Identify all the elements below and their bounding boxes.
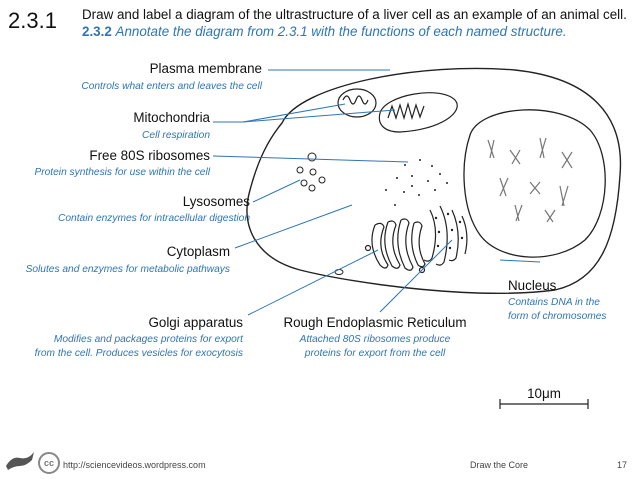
rough-er <box>423 205 468 266</box>
leader-lines <box>212 69 541 316</box>
header-ref: 2.3.2 <box>82 24 112 39</box>
label-free-ribosomes: Free 80S ribosomes <box>89 148 210 163</box>
mitochondrion-large <box>378 92 458 133</box>
footer-url[interactable]: http://sciencevideos.wordpress.com <box>63 460 206 470</box>
function-rough-er-line1: Attached 80S ribosomes produce <box>299 334 451 345</box>
function-golgi-line1: Modifies and packages proteins for expor… <box>53 334 243 345</box>
lysosomes <box>296 152 326 192</box>
cell-membrane-outline <box>246 67 622 294</box>
label-nucleus: Nucleus <box>508 278 557 293</box>
label-plasma-membrane: Plasma membrane <box>149 61 262 76</box>
function-cytoplasm: Solutes and enzymes for metabolic pathwa… <box>25 264 230 275</box>
label-lysosomes: Lysosomes <box>182 194 250 209</box>
header-plain-text: Draw and label a diagram of the ultrastr… <box>82 7 627 22</box>
gecko-logo <box>4 444 36 474</box>
scale-bar-label: 10μm <box>527 386 561 401</box>
rough-er-ribosomes <box>434 212 464 250</box>
label-rough-er: Rough Endoplasmic Reticulum <box>283 315 467 330</box>
page-number: 17 <box>617 460 628 470</box>
label-cytoplasm: Cytoplasm <box>166 244 230 259</box>
vesicle <box>334 269 344 275</box>
function-golgi-line2: from the cell. Produces vesicles for exo… <box>34 348 243 359</box>
function-plasma-membrane: Controls what enters and leaves the cell <box>81 81 262 92</box>
function-lysosomes: Contain enzymes for intracellular digest… <box>58 213 250 224</box>
function-nucleus-line1: Contains DNA in the <box>508 297 600 308</box>
nucleus-outline <box>463 109 606 258</box>
label-golgi-apparatus: Golgi apparatus <box>148 315 243 330</box>
golgi-apparatus <box>364 218 426 274</box>
scale-bar-line <box>499 399 589 409</box>
mitochondrion-small <box>337 88 377 118</box>
header-instruction: Annotate the diagram from 2.3.1 with the… <box>115 24 567 39</box>
function-nucleus-line2: form of chromosomes <box>508 311 607 322</box>
slide-header: Draw and label a diagram of the ultrastr… <box>82 6 627 40</box>
creative-commons-icon: cc <box>38 452 60 474</box>
footer-center-text: Draw the Core <box>470 460 529 470</box>
function-mitochondria: Cell respiration <box>142 130 210 141</box>
slide-number: 2.3.1 <box>8 8 57 33</box>
function-rough-er-line2: proteins for export from the cell <box>304 348 446 359</box>
label-mitochondria: Mitochondria <box>133 110 210 125</box>
free-ribosomes <box>385 159 448 206</box>
function-free-ribosomes: Protein synthesis for use within the cel… <box>34 167 210 178</box>
chromosomes <box>487 137 573 223</box>
